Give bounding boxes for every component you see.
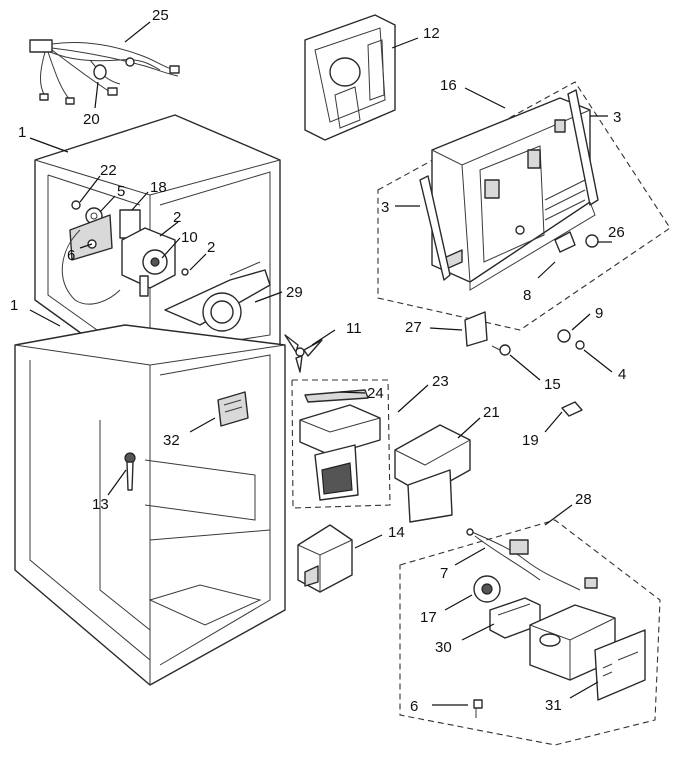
callout-12: 12 [423, 25, 440, 42]
callout-3-right: 3 [613, 109, 621, 126]
callout-24: 24 [367, 385, 384, 402]
callout-30: 30 [435, 639, 452, 656]
callout-25: 25 [152, 7, 169, 24]
callout-16: 16 [440, 77, 457, 94]
callout-2-upper: 2 [173, 209, 181, 226]
callout-6-upper: 6 [67, 247, 75, 264]
evaporator-fan-motor-part [121, 227, 189, 297]
callout-23: 23 [432, 373, 449, 390]
callout-6-lower: 6 [410, 698, 418, 715]
leader-lines [29, 21, 613, 706]
callout-17: 17 [420, 609, 437, 626]
callout-2-lower: 2 [207, 239, 215, 256]
callout-14: 14 [388, 524, 405, 541]
callout-labels: 25 12 20 16 3 1 22 5 18 3 2 10 2 26 6 8 … [10, 7, 626, 715]
ice-bucket-group [291, 379, 391, 509]
air-duct-cover-part [304, 14, 396, 141]
label-plate-part [217, 391, 249, 427]
probe-part [124, 452, 136, 491]
callout-13: 13 [92, 496, 109, 513]
dispenser-housing-part [297, 524, 353, 593]
fan-shroud-part [164, 261, 271, 332]
callout-26: 26 [608, 224, 625, 241]
ice-bin-part [394, 424, 471, 523]
callout-9: 9 [595, 305, 603, 322]
callout-21: 21 [483, 404, 500, 421]
callout-5: 5 [117, 183, 125, 200]
callout-8: 8 [523, 287, 531, 304]
callout-31: 31 [545, 697, 562, 714]
control-box-group [377, 81, 671, 331]
callout-7: 7 [440, 565, 448, 582]
callout-19: 19 [522, 432, 539, 449]
wiring-harness-part [29, 39, 180, 105]
fan-blade-part [284, 334, 323, 373]
callout-18: 18 [150, 179, 167, 196]
callout-15: 15 [544, 376, 561, 393]
callout-4: 4 [618, 366, 626, 383]
callout-3-left: 3 [381, 199, 389, 216]
callout-10: 10 [181, 229, 198, 246]
callout-32: 32 [163, 432, 180, 449]
callout-11: 11 [346, 320, 362, 337]
callout-22: 22 [100, 162, 117, 179]
control-hardware-parts [464, 311, 585, 356]
callout-1-upper: 1 [18, 124, 26, 141]
fresh-food-liner-part [14, 324, 286, 686]
callout-27: 27 [405, 319, 422, 336]
callout-1-lower: 1 [10, 297, 18, 314]
clip-part [561, 401, 583, 417]
dispenser-control-group [399, 519, 661, 746]
callout-28: 28 [575, 491, 592, 508]
fan-motor-bracket-part [61, 200, 141, 305]
callout-20: 20 [83, 111, 100, 128]
callout-29: 29 [286, 284, 303, 301]
